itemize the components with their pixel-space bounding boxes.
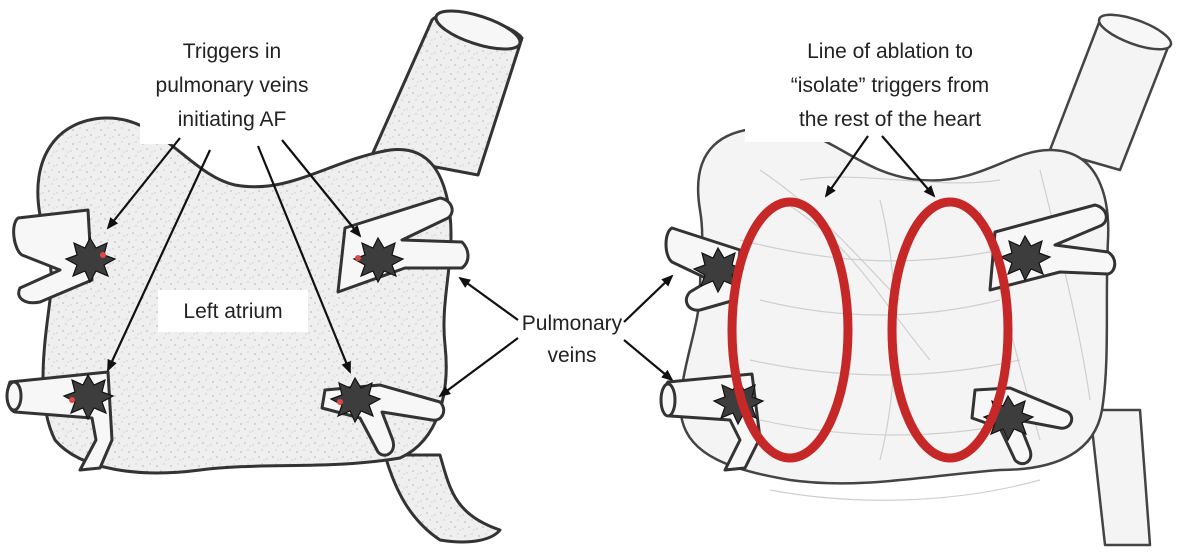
arrow [460, 278, 518, 320]
veins-label-line: Pulmonary [522, 312, 623, 335]
ablation-label-line: “isolate” triggers from [791, 74, 989, 97]
ablation-label-line: Line of ablation to [807, 40, 973, 63]
arrow [624, 276, 672, 322]
triggers-label-line: Triggers in [183, 40, 281, 63]
triggers-label-line: pulmonary veins [156, 74, 309, 97]
veins-label-line: veins [547, 344, 596, 367]
ablation-drawing: Line of ablation to “isolate” triggers f… [661, 8, 1175, 545]
chamber-label: Left atrium [183, 300, 282, 323]
arrow [440, 338, 518, 396]
arrow [624, 340, 672, 380]
triggers-label-line: initiating AF [178, 108, 287, 131]
right-lower-vessel [1090, 410, 1150, 545]
left-lower-vessel [385, 455, 500, 542]
left-atrium-drawing: Left atrium Triggers in pulmonary veins … [7, 3, 524, 542]
ablation-label-line: the rest of the heart [799, 108, 981, 131]
pulmonary-veins-label-group: Pulmonary veins [440, 276, 672, 396]
